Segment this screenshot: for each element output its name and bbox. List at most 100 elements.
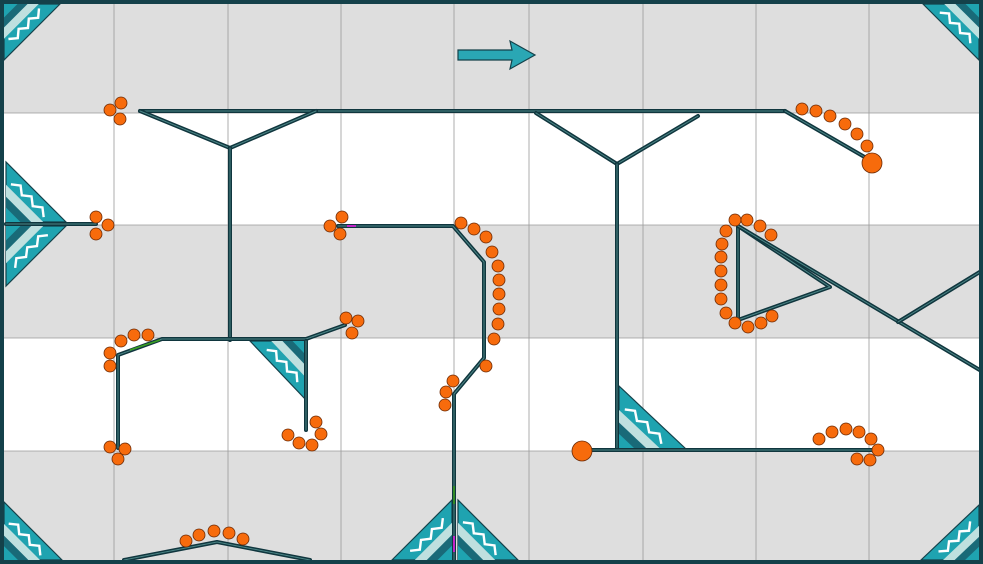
- dots-top-left-cluster[interactable]: [103, 96, 128, 126]
- dot-item[interactable]: [101, 218, 115, 232]
- dot-items[interactable]: [89, 96, 885, 548]
- dot-item[interactable]: [323, 219, 337, 233]
- dot-item[interactable]: [765, 309, 779, 323]
- corner-piece-bottom-right: [919, 503, 980, 561]
- dot-item[interactable]: [103, 440, 117, 454]
- dot-item[interactable]: [141, 328, 155, 342]
- dot-item[interactable]: [281, 428, 295, 442]
- dot-item[interactable]: [89, 227, 103, 241]
- dots-center-left-cluster[interactable]: [323, 210, 349, 241]
- dot-item[interactable]: [850, 452, 864, 466]
- dot-item[interactable]: [714, 264, 728, 278]
- dot-item[interactable]: [207, 524, 221, 538]
- dot-item[interactable]: [491, 259, 505, 273]
- dot-item[interactable]: [485, 245, 499, 259]
- dot-item[interactable]: [871, 443, 885, 457]
- wall-top-right-diag: [783, 109, 870, 161]
- dot-item[interactable]: [812, 432, 826, 446]
- dots-big-lower[interactable]: [571, 440, 593, 462]
- dot-item[interactable]: [850, 127, 864, 141]
- dot-item[interactable]: [335, 210, 349, 224]
- corner-piece-top-right: [921, 3, 980, 62]
- dot-item[interactable]: [103, 359, 117, 373]
- dots-big-right[interactable]: [861, 152, 883, 174]
- dot-item[interactable]: [314, 427, 328, 441]
- dot-item[interactable]: [491, 317, 505, 331]
- dot-item[interactable]: [741, 320, 755, 334]
- dot-item[interactable]: [113, 112, 127, 126]
- dot-item[interactable]: [111, 452, 125, 466]
- dot-item[interactable]: [852, 425, 866, 439]
- dots-right-lower-arc[interactable]: [812, 422, 885, 467]
- dot-item[interactable]: [860, 139, 874, 153]
- dots-pink-cluster[interactable]: [281, 326, 359, 450]
- dot-item[interactable]: [825, 425, 839, 439]
- dot-item[interactable]: [740, 213, 754, 227]
- dot-item[interactable]: [492, 273, 506, 287]
- dot-item[interactable]: [823, 109, 837, 123]
- dot-item[interactable]: [479, 359, 493, 373]
- dot-item[interactable]: [114, 334, 128, 348]
- dots-center-arc[interactable]: [454, 216, 506, 373]
- dot-item[interactable]: [236, 532, 250, 546]
- dots-right-bracket[interactable]: [714, 213, 779, 334]
- dot-item[interactable]: [222, 526, 236, 540]
- dot-item[interactable]: [714, 278, 728, 292]
- dot-item[interactable]: [446, 374, 460, 388]
- dot-item[interactable]: [715, 237, 729, 251]
- dot-item[interactable]: [103, 346, 117, 360]
- dot-item[interactable]: [179, 534, 193, 548]
- dot-item[interactable]: [795, 102, 809, 116]
- dot-item[interactable]: [292, 436, 306, 450]
- dots-center-low[interactable]: [438, 374, 460, 412]
- arrow-right-icon: [457, 39, 537, 71]
- dot-item[interactable]: [114, 96, 128, 110]
- dot-item[interactable]: [571, 440, 593, 462]
- dot-item[interactable]: [345, 326, 359, 340]
- dot-item[interactable]: [479, 230, 493, 244]
- dot-item[interactable]: [439, 385, 453, 399]
- dot-item[interactable]: [714, 292, 728, 306]
- dot-item[interactable]: [719, 224, 733, 238]
- dot-item[interactable]: [305, 438, 319, 452]
- dot-item[interactable]: [492, 287, 506, 301]
- dot-item[interactable]: [351, 314, 365, 328]
- dot-item[interactable]: [192, 528, 206, 542]
- dot-item[interactable]: [861, 152, 883, 174]
- dot-item[interactable]: [89, 210, 103, 224]
- dot-item[interactable]: [492, 302, 506, 316]
- dots-top-right-arc[interactable]: [795, 102, 874, 153]
- dot-item[interactable]: [118, 442, 132, 456]
- wall-right-diag-a: [736, 224, 983, 374]
- dot-item[interactable]: [809, 104, 823, 118]
- dot-item[interactable]: [728, 316, 742, 330]
- corner-piece-bottom-center-left: [390, 498, 453, 561]
- dot-item[interactable]: [454, 216, 468, 230]
- dots-inner-cluster[interactable]: [305, 415, 328, 452]
- dot-item[interactable]: [728, 213, 742, 227]
- wall-triangle: [736, 224, 832, 322]
- dot-item[interactable]: [754, 316, 768, 330]
- dot-item[interactable]: [719, 306, 733, 320]
- dot-item[interactable]: [714, 250, 728, 264]
- dot-item[interactable]: [764, 228, 778, 242]
- dot-item[interactable]: [864, 432, 878, 446]
- dots-left-mid-cluster[interactable]: [89, 210, 115, 241]
- dot-item[interactable]: [333, 227, 347, 241]
- dot-item[interactable]: [863, 453, 877, 467]
- dot-item[interactable]: [838, 117, 852, 131]
- dots-left-bottom-cluster[interactable]: [103, 440, 132, 466]
- dot-item[interactable]: [839, 422, 853, 436]
- dot-item[interactable]: [753, 219, 767, 233]
- dot-item[interactable]: [487, 332, 501, 346]
- dot-item[interactable]: [127, 328, 141, 342]
- dot-item[interactable]: [339, 311, 353, 325]
- dots-bottom-arc[interactable]: [179, 524, 250, 548]
- dots-left-bracket[interactable]: [103, 311, 365, 373]
- wall-center-path: [336, 224, 486, 562]
- dot-item[interactable]: [309, 415, 323, 429]
- dot-item[interactable]: [467, 222, 481, 236]
- dot-item[interactable]: [438, 398, 452, 412]
- dot-item[interactable]: [103, 103, 117, 117]
